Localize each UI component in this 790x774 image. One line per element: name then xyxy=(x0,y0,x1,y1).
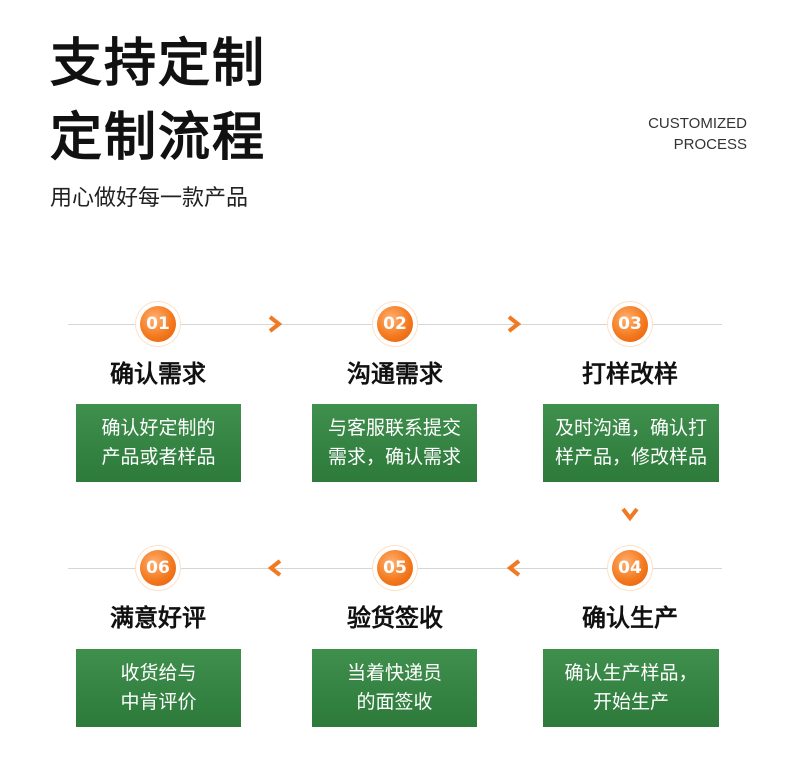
step-card-line1: 及时沟通，确认打 xyxy=(554,417,707,439)
step-number-badge: 06 xyxy=(140,550,176,586)
step-number-badge: 03 xyxy=(612,306,648,342)
step-card: 当着快递员 的面签收 xyxy=(312,649,477,727)
step-title: 验货签收 xyxy=(347,604,443,632)
step-card: 确认生产样品， 开始生产 xyxy=(543,649,719,727)
step-card-line2: 产品或者样品 xyxy=(101,446,216,468)
step-card: 及时沟通，确认打 样产品，修改样品 xyxy=(543,404,719,482)
chevron-left-icon xyxy=(506,559,522,577)
chevron-left-icon xyxy=(267,559,283,577)
chevron-right-icon xyxy=(506,315,522,333)
english-label-line1: CUSTOMIZED xyxy=(648,115,747,132)
page-subtitle: 用心做好每一款产品 xyxy=(50,186,249,211)
chevron-down-icon xyxy=(621,506,639,522)
step-title: 打样改样 xyxy=(582,360,678,388)
step-card-line2: 样产品，修改样品 xyxy=(554,446,707,468)
step-card-line1: 确认好定制的 xyxy=(101,417,216,439)
step-number-badge: 01 xyxy=(140,306,176,342)
step-card: 确认好定制的 产品或者样品 xyxy=(76,404,241,482)
step-card-line2: 中肯评价 xyxy=(120,691,197,713)
step-card-line1: 收货给与 xyxy=(120,662,197,684)
step-title: 确认需求 xyxy=(110,360,206,388)
step-number-badge: 02 xyxy=(377,306,413,342)
step-title: 满意好评 xyxy=(110,604,206,632)
step-number-badge: 05 xyxy=(377,550,413,586)
step-card-line1: 当着快递员 xyxy=(346,662,442,684)
step-title: 确认生产 xyxy=(582,604,678,632)
english-label: CUSTOMIZED PROCESS xyxy=(648,113,747,155)
english-label-line2: PROCESS xyxy=(673,136,747,153)
step-card-line1: 确认生产样品， xyxy=(564,662,698,684)
step-card-line1: 与客服联系提交 xyxy=(327,417,461,439)
page-title: 支持定制 xyxy=(50,34,267,94)
chevron-right-icon xyxy=(267,315,283,333)
step-card-line2: 需求，确认需求 xyxy=(327,446,461,468)
step-card: 收货给与 中肯评价 xyxy=(76,649,241,727)
step-card-line2: 的面签收 xyxy=(356,691,433,713)
page-title-secondary: 定制流程 xyxy=(50,108,267,168)
step-card-line2: 开始生产 xyxy=(592,691,669,713)
step-card: 与客服联系提交 需求，确认需求 xyxy=(312,404,477,482)
step-title: 沟通需求 xyxy=(347,360,443,388)
step-number-badge: 04 xyxy=(612,550,648,586)
